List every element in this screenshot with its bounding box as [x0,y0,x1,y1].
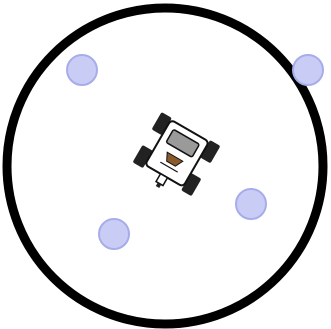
target-dot[interactable] [236,189,266,219]
target-dot[interactable] [293,55,323,85]
target-dot[interactable] [99,219,129,249]
target-dot[interactable] [67,55,97,85]
